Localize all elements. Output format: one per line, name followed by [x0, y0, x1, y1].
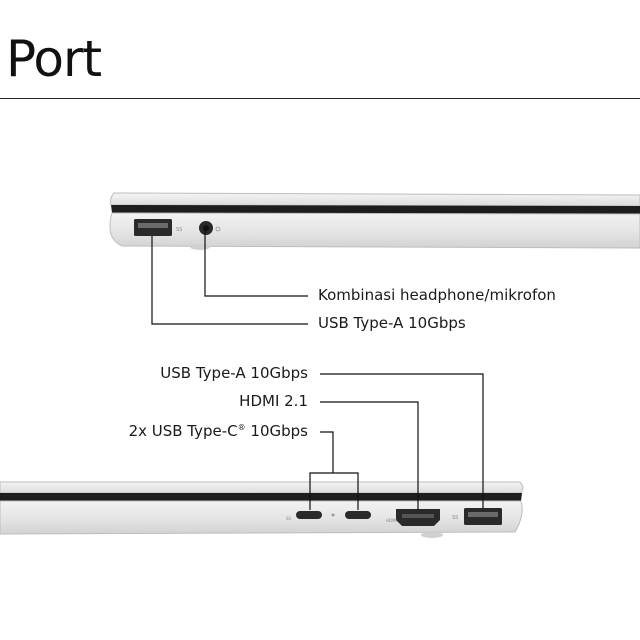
svg-text:SS: SS — [176, 227, 182, 233]
usb-a-port-right: SS — [452, 508, 502, 525]
title-divider — [0, 98, 640, 99]
label-hdmi: HDMI 2.1 — [239, 392, 308, 410]
svg-text:SS: SS — [452, 515, 458, 521]
laptop-left-side: SS — [109, 192, 640, 325]
svg-text:SS: SS — [286, 516, 292, 521]
usb-c-port-2 — [345, 511, 371, 519]
svg-text:HDMI: HDMI — [386, 518, 397, 523]
label-headphone-combo: Kombinasi headphone/mikrofon — [318, 286, 556, 304]
label-usb-a-left: USB Type-A 10Gbps — [318, 314, 466, 332]
label-usb-a-right: USB Type-A 10Gbps — [160, 364, 308, 382]
registered-mark: ® — [237, 423, 246, 432]
usb-c-port-1: SS — [286, 511, 322, 521]
label-usb-c-suffix: 10Gbps — [245, 422, 308, 440]
laptop-right-side: SS HDMI SS — [0, 373, 524, 538]
usb-a-port-left: SS — [134, 219, 182, 236]
headphone-jack — [199, 221, 221, 235]
label-usb-c-prefix: 2x USB Type-C — [128, 422, 238, 440]
hdmi-port: HDMI — [386, 509, 440, 526]
label-usb-c: 2x USB Type-C® 10Gbps — [129, 422, 308, 440]
page-title: Port — [6, 30, 102, 88]
